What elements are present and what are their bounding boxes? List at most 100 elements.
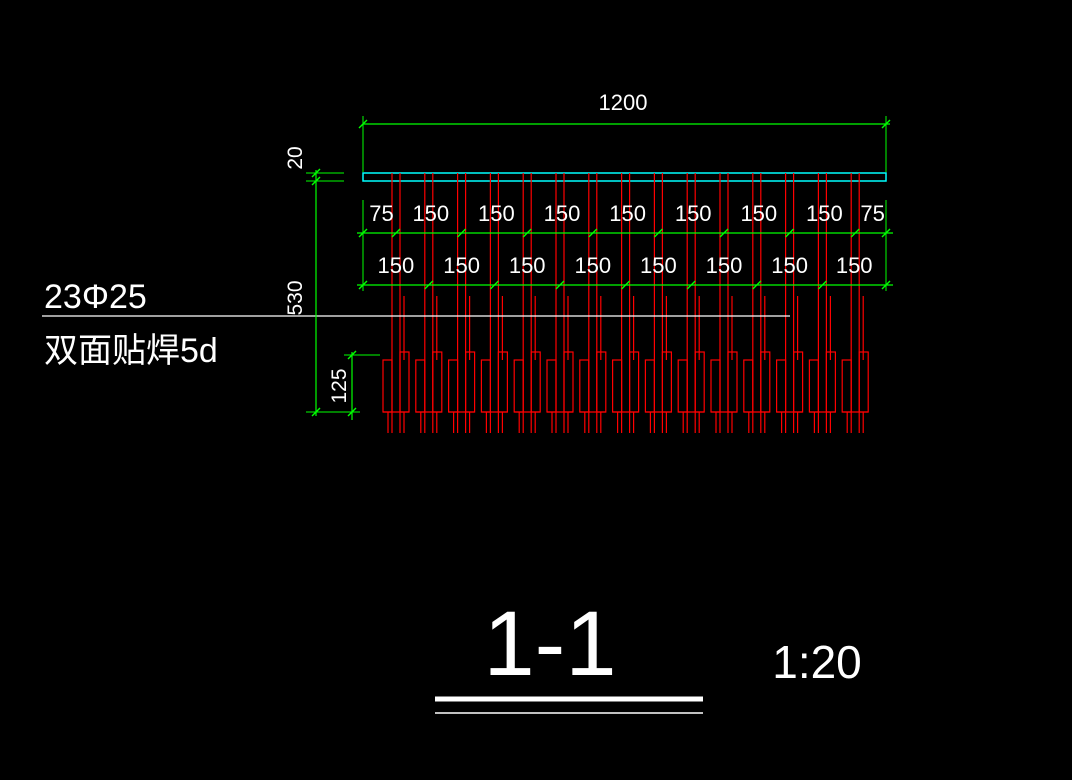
rebar-11 bbox=[710, 173, 738, 433]
weld-box bbox=[382, 359, 393, 413]
dim-bottom-segment: 125 bbox=[328, 368, 351, 403]
dim-total-height: 530 bbox=[284, 280, 307, 315]
weld-box bbox=[858, 351, 869, 413]
dim-tick bbox=[311, 176, 321, 186]
dim-row2-label: 150 bbox=[574, 253, 611, 278]
weld-box bbox=[497, 351, 508, 413]
dim-row2-label: 150 bbox=[509, 253, 546, 278]
rebar-14 bbox=[808, 173, 837, 433]
weld-box bbox=[792, 351, 804, 413]
rebar-5 bbox=[513, 173, 541, 433]
weld-box bbox=[579, 359, 590, 413]
rebar-13 bbox=[775, 173, 804, 433]
dim-row1-label: 75 bbox=[860, 201, 884, 226]
weld-box bbox=[677, 359, 688, 413]
weld-box bbox=[432, 351, 443, 413]
rebar-10 bbox=[677, 173, 705, 433]
dimension-lines bbox=[306, 116, 893, 420]
weld-box bbox=[661, 351, 673, 413]
dim-tick bbox=[881, 280, 891, 290]
dim-tick bbox=[785, 228, 795, 238]
dim-tick bbox=[358, 280, 368, 290]
weld-box bbox=[760, 351, 771, 413]
dim-tick bbox=[881, 119, 891, 129]
weld-box bbox=[710, 359, 721, 413]
dim-tick bbox=[311, 407, 321, 417]
rebar-4 bbox=[480, 173, 508, 433]
weld-note-label: 双面贴焊5d bbox=[44, 332, 218, 370]
dim-row2-labels: 150 150 150 150 150 150 150 150 bbox=[378, 253, 873, 278]
dim-row1-label: 150 bbox=[544, 201, 581, 226]
dim-tick bbox=[881, 228, 891, 238]
weld-box bbox=[808, 359, 820, 413]
weld-box bbox=[611, 359, 623, 413]
dim-tick bbox=[457, 228, 467, 238]
dim-tick bbox=[347, 407, 357, 417]
dim-tick bbox=[424, 280, 434, 290]
weld-box bbox=[480, 359, 491, 413]
dim-tick bbox=[653, 228, 663, 238]
dim-row1-label: 150 bbox=[609, 201, 646, 226]
rebar-1 bbox=[382, 173, 410, 433]
dim-row2-label: 150 bbox=[836, 253, 873, 278]
weld-box bbox=[743, 359, 754, 413]
section-title: 1-1 bbox=[484, 593, 617, 695]
rebar-3 bbox=[448, 173, 476, 433]
weld-box bbox=[727, 351, 738, 413]
dim-tick bbox=[347, 350, 357, 360]
dim-row2-label: 150 bbox=[771, 253, 808, 278]
weld-box bbox=[644, 359, 656, 413]
dim-tick bbox=[358, 228, 368, 238]
dim-row1-label: 150 bbox=[412, 201, 449, 226]
weld-box bbox=[775, 359, 787, 413]
weld-box bbox=[563, 351, 574, 413]
dim-tick bbox=[311, 168, 321, 178]
dim-tick bbox=[850, 228, 860, 238]
dim-tick bbox=[752, 280, 762, 290]
dim-overall-width: 1200 bbox=[599, 90, 648, 115]
rebar-2 bbox=[415, 173, 443, 433]
dim-tick bbox=[358, 119, 368, 129]
weld-box bbox=[448, 359, 459, 413]
dim-row2-label: 150 bbox=[706, 253, 743, 278]
rebar-12 bbox=[743, 173, 771, 433]
rebar-15 bbox=[841, 173, 869, 433]
steel-plate bbox=[362, 172, 887, 182]
rebar-9 bbox=[644, 173, 673, 433]
section-scale: 1:20 bbox=[772, 636, 862, 688]
weld-box bbox=[825, 351, 837, 413]
weld-box bbox=[628, 351, 640, 413]
weld-box bbox=[399, 351, 410, 413]
rebar-7 bbox=[579, 173, 607, 433]
weld-box bbox=[465, 351, 476, 413]
dim-tick bbox=[588, 228, 598, 238]
rebar-spec-label: 23Φ25 bbox=[44, 278, 147, 316]
dim-row2-label: 150 bbox=[378, 253, 415, 278]
dim-row1-label: 150 bbox=[740, 201, 777, 226]
dim-plate-thickness: 20 bbox=[284, 146, 307, 169]
weld-box bbox=[530, 351, 541, 413]
weld-box bbox=[596, 351, 607, 413]
dim-row1-label: 150 bbox=[675, 201, 712, 226]
dim-tick bbox=[391, 228, 401, 238]
dim-row1-label: 150 bbox=[478, 201, 515, 226]
rebar-8 bbox=[611, 173, 640, 433]
dim-tick bbox=[719, 228, 729, 238]
dim-row2-label: 150 bbox=[640, 253, 677, 278]
dim-row1-labels: 75 150 150 150 150 150 150 150 75 bbox=[369, 201, 885, 226]
weld-box bbox=[841, 359, 852, 413]
dim-tick bbox=[817, 280, 827, 290]
dim-tick bbox=[522, 228, 532, 238]
dim-tick bbox=[686, 280, 696, 290]
weld-box bbox=[546, 359, 557, 413]
weld-box bbox=[694, 351, 705, 413]
dim-row2-label: 150 bbox=[443, 253, 480, 278]
rebar-group bbox=[382, 173, 869, 433]
dim-tick bbox=[555, 280, 565, 290]
dim-tick bbox=[489, 280, 499, 290]
dim-row1-label: 75 bbox=[369, 201, 393, 226]
weld-box bbox=[513, 359, 524, 413]
dim-row1-label: 150 bbox=[806, 201, 843, 226]
rebar-6 bbox=[546, 173, 574, 433]
